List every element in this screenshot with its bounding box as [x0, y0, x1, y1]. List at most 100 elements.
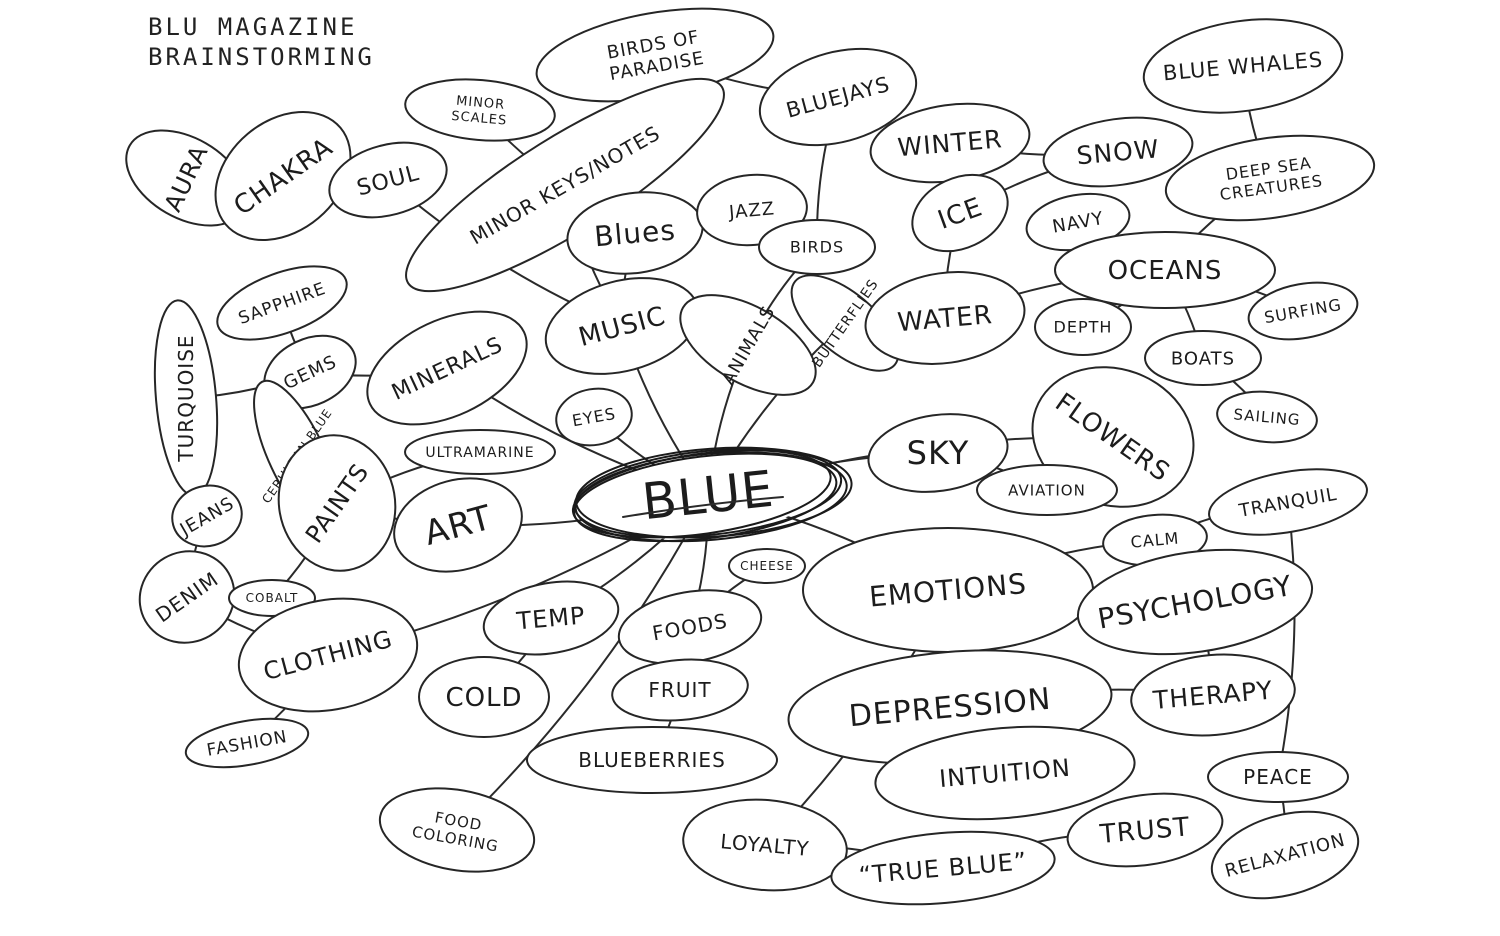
- node-oceans: OCEANS: [1054, 231, 1276, 309]
- bubble-fill: [367, 311, 527, 425]
- bubble-outline: [682, 798, 848, 892]
- node-music: MUSIC: [544, 277, 700, 375]
- bubble-outline: [573, 452, 838, 543]
- bubble-fill: [759, 220, 875, 274]
- node-blueberries: BLUEBERRIES: [526, 726, 778, 794]
- bubble-label: FRUIT: [648, 678, 711, 702]
- node-trust: TRUST: [1066, 792, 1224, 868]
- bubble-fill: [394, 478, 522, 572]
- title-line-2: BRAINSTORMING: [148, 43, 375, 71]
- node-depth: DEPTH: [1034, 298, 1132, 356]
- bubble-outline: [758, 47, 918, 147]
- bubble-outline: [328, 141, 448, 219]
- node-blues: Blues: [566, 191, 704, 275]
- node-water: WATER: [864, 271, 1026, 365]
- bubble-outline: [378, 787, 536, 873]
- bubble-outline: [976, 464, 1118, 516]
- node-true-blue: “TRUE BLUE”: [830, 830, 1056, 906]
- bubble-outline: [184, 717, 310, 769]
- bubble-fill: [172, 485, 242, 547]
- bubble-outline: [366, 310, 528, 426]
- bubble-fill: [329, 142, 447, 218]
- bubble-label: JAZZ: [727, 198, 776, 223]
- bubble-outline: [696, 173, 808, 247]
- bubble-fill: [419, 657, 549, 737]
- bubble-label: SNOW: [1075, 134, 1160, 170]
- bubble-fill: [185, 718, 309, 768]
- node-blue-whales: BLUE WHALES: [1142, 18, 1344, 114]
- bubble-fill: [831, 831, 1055, 905]
- bubble-outline: [1247, 281, 1359, 341]
- node-turquoise: TURQUOISE: [153, 299, 219, 497]
- link-blue-food-coloring: [456, 494, 709, 831]
- bubble-label: BIRDS: [790, 238, 844, 257]
- bubble-fill: [1131, 654, 1295, 736]
- bubble-fill: [405, 430, 555, 474]
- node-emotions: EMOTIONS: [802, 527, 1094, 653]
- node-food-coloring: FOODCOLORING: [378, 787, 536, 873]
- bubble-fill: [1077, 549, 1313, 655]
- bubble-outline: [277, 434, 397, 572]
- bubble-fill: [868, 414, 1008, 492]
- bubble-fill: [1143, 19, 1343, 113]
- bubble-outline: [526, 726, 778, 794]
- bubble-outline: [1207, 751, 1349, 803]
- bubble-outline: [1208, 468, 1368, 536]
- node-jeans: JEANS: [171, 484, 243, 548]
- bubble-fill: [405, 79, 555, 141]
- bubble-outline: [216, 265, 348, 341]
- bubble-fill: [1055, 232, 1275, 308]
- node-sailing: SAILING: [1216, 390, 1318, 444]
- bubble-outline: [1054, 231, 1276, 309]
- node-gems: GEMS: [263, 334, 357, 410]
- bubble-fill: [483, 581, 619, 655]
- node-navy: NAVY: [1025, 192, 1131, 252]
- node-intuition: INTUITION: [874, 725, 1136, 821]
- node-ice: ICE: [911, 173, 1009, 253]
- bubble-fill: [154, 300, 218, 496]
- bubble-fill: [791, 275, 899, 371]
- node-fashion: FASHION: [184, 717, 310, 769]
- node-psychology: PSYCHOLOGY: [1076, 548, 1314, 656]
- bubble-label: SKY: [907, 434, 970, 472]
- bubble-fill: [379, 788, 535, 872]
- bubble-outline: [228, 579, 316, 617]
- bubble-fill: [870, 103, 1030, 183]
- node-temp: TEMP: [482, 580, 620, 656]
- bubble-fill: [264, 335, 356, 409]
- bubble-label: PEACE: [1243, 765, 1313, 789]
- node-bluejays: BLUEJAYS: [758, 47, 918, 147]
- underline-stroke: [622, 496, 784, 518]
- bubble-fill: [1026, 193, 1130, 251]
- bubble-fill: [759, 48, 917, 146]
- node-fruit: FRUIT: [611, 658, 749, 722]
- node-deep-sea: DEEP SEACREATURES: [1164, 134, 1376, 222]
- bubble-outline: [1216, 390, 1318, 444]
- bubble-outline: [1164, 134, 1376, 222]
- bubble-outline: [573, 447, 843, 539]
- bubble-label: BLUE: [639, 460, 776, 531]
- node-snow: SNOW: [1042, 116, 1194, 188]
- node-sky: SKY: [867, 413, 1009, 493]
- bubble-fill: [618, 590, 762, 664]
- title-line-1: BLU MAGAZINE: [148, 13, 358, 41]
- bubble-outline: [1130, 653, 1296, 737]
- node-chakra: CHAKRA: [214, 110, 352, 242]
- node-eyes: EYES: [555, 387, 633, 447]
- bubble-outline: [758, 219, 876, 275]
- bubble-outline: [393, 477, 523, 573]
- bubble-outline: [679, 294, 817, 396]
- bubble-fill: [1145, 331, 1261, 385]
- bubble-label: AVIATION: [1008, 481, 1086, 499]
- bubble-label: CHEESE: [740, 559, 794, 573]
- bubble-outline: [404, 429, 556, 475]
- node-blue: BLUE: [571, 446, 853, 543]
- bubble-outline: [1144, 330, 1262, 386]
- bubble-fill: [579, 451, 837, 539]
- bubble-fill: [217, 266, 347, 340]
- bubble-fill: [1248, 282, 1358, 340]
- node-soul: SOUL: [328, 141, 448, 219]
- node-denim: DENIM: [138, 550, 236, 644]
- bubble-label: MINORSCALES: [451, 93, 509, 128]
